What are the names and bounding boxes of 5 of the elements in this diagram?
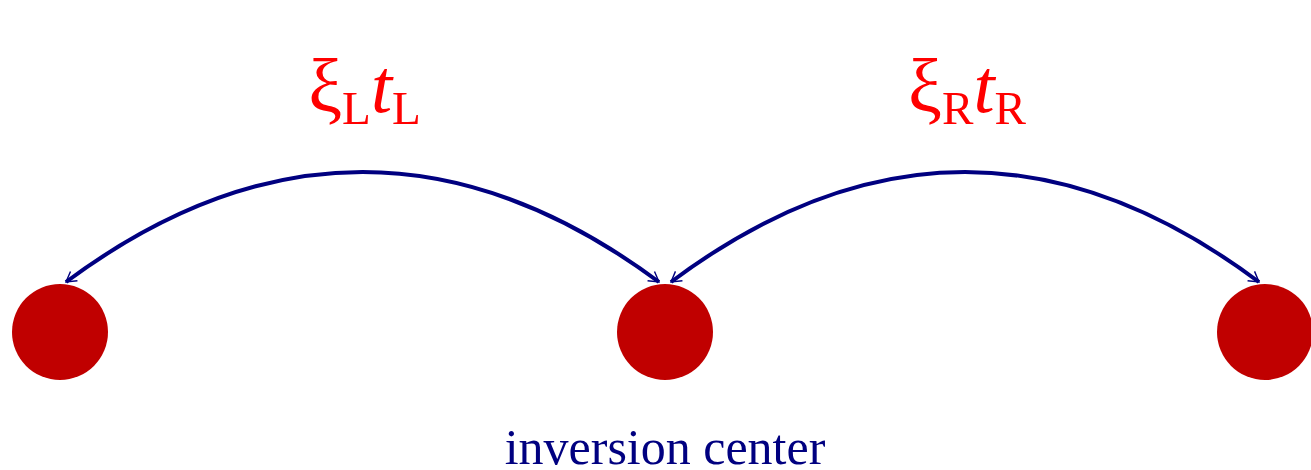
curved-double-arrow bbox=[669, 170, 1261, 284]
curved-double-arrow bbox=[64, 170, 661, 284]
site-caption: inversion center bbox=[504, 422, 826, 470]
edge-label: ξ$_{R}$t$_{R}$ bbox=[908, 48, 1026, 132]
edge-label: ξ$_{L}$t$_{L}$ bbox=[308, 48, 421, 132]
